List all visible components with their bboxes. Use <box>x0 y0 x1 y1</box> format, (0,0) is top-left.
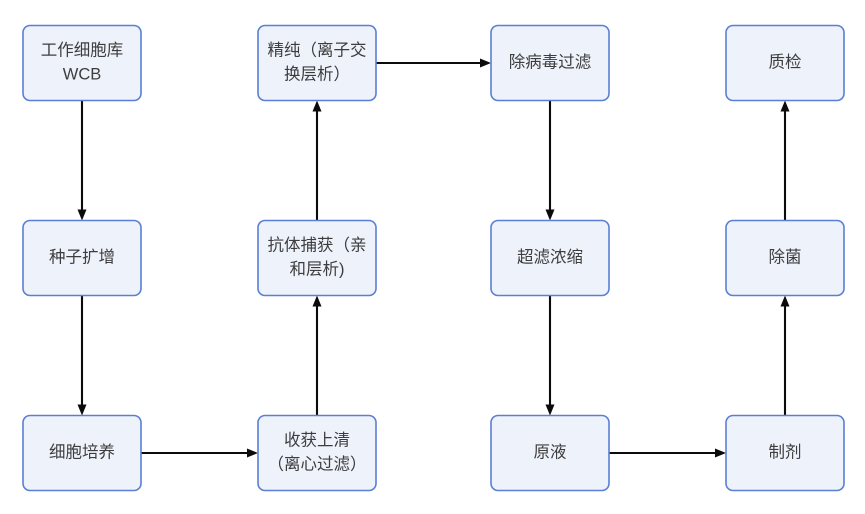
edge-polish-viralfilt <box>376 58 491 68</box>
node-label-wcb: 工作细胞库 <box>41 40 124 59</box>
edge-ufdf-bulk <box>545 295 555 416</box>
node-box-wcb <box>22 24 142 102</box>
edge-arrowhead-icon-wcb-seed <box>77 209 87 221</box>
node-formulate[interactable]: 制剂 <box>725 414 845 492</box>
node-culture[interactable]: 细胞培养 <box>22 414 142 492</box>
node-ufdf[interactable]: 超滤浓缩 <box>490 219 610 297</box>
node-label-polish: 换层析） <box>284 64 350 83</box>
node-label-sterile: 除菌 <box>769 247 802 266</box>
node-box-sterile <box>725 219 845 297</box>
edge-arrowhead-icon-culture-harvest <box>247 448 258 458</box>
edge-arrowhead-icon-ufdf-bulk <box>545 404 555 416</box>
edge-arrowhead-icon-polish-viralfilt <box>480 58 491 68</box>
node-label-capture: 和层析) <box>290 259 345 278</box>
edge-culture-harvest <box>141 448 258 458</box>
node-label-harvest: （离心过滤） <box>268 454 367 473</box>
edge-seed-culture <box>77 295 87 416</box>
node-box-polish <box>257 24 377 102</box>
node-label-polish: 精纯（离子交 <box>268 40 367 59</box>
node-wcb[interactable]: 工作细胞库 WCB <box>22 24 142 102</box>
node-viralfilt[interactable]: 除病毒过滤 <box>490 24 610 102</box>
node-box-viralfilt <box>490 24 610 102</box>
edge-arrowhead-icon-seed-culture <box>77 404 87 416</box>
edge-arrowhead-icon-formulate-sterile <box>780 295 790 307</box>
node-bulk[interactable]: 原液 <box>490 414 610 492</box>
edge-bulk-formulate <box>609 448 726 458</box>
node-box-harvest <box>257 414 377 492</box>
node-sterile[interactable]: 除菌 <box>725 219 845 297</box>
node-qc[interactable]: 质检 <box>725 24 845 102</box>
edge-formulate-sterile <box>780 295 790 416</box>
edge-arrowhead-icon-sterile-qc <box>780 100 790 112</box>
edge-viralfilt-ufdf <box>545 100 555 221</box>
node-label-capture: 抗体捕获（亲 <box>268 235 367 254</box>
node-seed[interactable]: 种子扩增 <box>22 219 142 297</box>
edge-arrowhead-icon-harvest-capture <box>312 295 322 307</box>
node-box-formulate <box>725 414 845 492</box>
edge-harvest-capture <box>312 295 322 416</box>
edge-sterile-qc <box>780 100 790 221</box>
node-box-qc <box>725 24 845 102</box>
node-label-harvest: 收获上清 <box>284 430 350 449</box>
edge-capture-polish <box>312 100 322 221</box>
node-harvest[interactable]: 收获上清 （离心过滤） <box>257 414 377 492</box>
node-label-culture: 细胞培养 <box>49 442 115 461</box>
node-label-bulk: 原液 <box>534 442 567 461</box>
node-box-culture <box>22 414 142 492</box>
node-box-bulk <box>490 414 610 492</box>
edges-layer <box>77 58 790 458</box>
node-label-viralfilt: 除病毒过滤 <box>509 52 592 71</box>
edge-arrowhead-icon-capture-polish <box>312 100 322 112</box>
node-box-capture <box>257 219 377 297</box>
node-label-seed: 种子扩增 <box>49 247 115 266</box>
node-label-qc: 质检 <box>769 52 802 71</box>
node-label-formulate: 制剂 <box>769 442 802 461</box>
edge-wcb-seed <box>77 100 87 221</box>
edge-arrowhead-icon-bulk-formulate <box>715 448 726 458</box>
node-box-seed <box>22 219 142 297</box>
edge-arrowhead-icon-viralfilt-ufdf <box>545 209 555 221</box>
node-label-ufdf: 超滤浓缩 <box>517 247 583 266</box>
node-box-ufdf <box>490 219 610 297</box>
node-label-wcb: WCB <box>63 65 102 83</box>
